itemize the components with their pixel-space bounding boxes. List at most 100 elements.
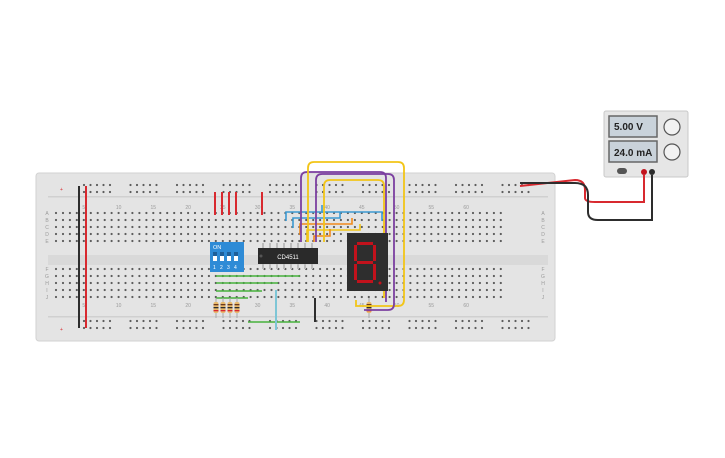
breadboard-hole[interactable] — [54, 225, 58, 229]
breadboard-hole[interactable] — [145, 288, 148, 292]
breadboard-hole[interactable] — [388, 295, 391, 299]
dip-switch[interactable]: ON 1 2 3 4 — [210, 242, 244, 272]
breadboard-hole[interactable] — [284, 232, 287, 236]
breadboard-hole[interactable] — [249, 218, 252, 222]
breadboard-hole[interactable] — [288, 326, 291, 330]
breadboard-hole[interactable] — [166, 211, 169, 215]
breadboard-hole[interactable] — [353, 218, 356, 222]
breadboard-hole[interactable] — [478, 239, 481, 243]
breadboard-hole[interactable] — [131, 225, 134, 229]
breadboard-hole[interactable] — [242, 211, 245, 215]
breadboard-hole[interactable] — [75, 274, 78, 278]
breadboard-hole[interactable] — [95, 190, 99, 194]
breadboard-hole[interactable] — [444, 239, 447, 243]
breadboard-hole[interactable] — [326, 288, 329, 292]
breadboard-hole[interactable] — [284, 239, 287, 243]
breadboard-hole[interactable] — [89, 288, 92, 292]
breadboard-hole[interactable] — [294, 183, 298, 187]
breadboard-hole[interactable] — [242, 232, 245, 236]
breadboard-hole[interactable] — [82, 232, 85, 236]
breadboard-hole[interactable] — [395, 225, 398, 229]
breadboard-hole[interactable] — [485, 232, 488, 236]
breadboard-hole[interactable] — [434, 319, 437, 323]
breadboard-hole[interactable] — [103, 232, 106, 236]
breadboard-hole[interactable] — [195, 326, 198, 330]
breadboard-hole[interactable] — [201, 190, 205, 194]
breadboard-hole[interactable] — [175, 190, 179, 194]
breadboard-hole[interactable] — [214, 239, 217, 243]
breadboard-hole[interactable] — [471, 281, 475, 285]
breadboard-hole[interactable] — [117, 225, 120, 229]
breadboard-hole[interactable] — [430, 232, 433, 236]
breadboard-hole[interactable] — [142, 326, 145, 330]
breadboard-hole[interactable] — [458, 288, 461, 292]
breadboard-hole[interactable] — [361, 183, 365, 187]
breadboard-hole[interactable] — [214, 232, 217, 236]
breadboard-hole[interactable] — [138, 225, 141, 229]
breadboard-hole[interactable] — [368, 319, 371, 323]
breadboard-hole[interactable] — [173, 295, 176, 299]
breadboard-hole[interactable] — [423, 218, 426, 222]
breadboard-hole[interactable] — [471, 232, 475, 236]
breadboard-hole[interactable] — [54, 267, 58, 271]
breadboard-hole[interactable] — [214, 225, 217, 229]
breadboard-hole[interactable] — [423, 225, 426, 229]
breadboard-hole[interactable] — [131, 267, 134, 271]
breadboard-hole[interactable] — [75, 225, 78, 229]
breadboard-hole[interactable] — [414, 190, 418, 194]
breadboard-hole[interactable] — [131, 288, 134, 292]
breadboard-hole[interactable] — [187, 267, 190, 271]
breadboard-hole[interactable] — [135, 183, 139, 187]
breadboard-hole[interactable] — [458, 225, 461, 229]
breadboard-hole[interactable] — [507, 183, 511, 187]
breadboard-hole[interactable] — [207, 295, 210, 299]
breadboard-hole[interactable] — [263, 295, 266, 299]
breadboard-hole[interactable] — [501, 319, 504, 323]
breadboard-hole[interactable] — [173, 274, 176, 278]
breadboard-hole[interactable] — [75, 281, 78, 285]
breadboard-hole[interactable] — [444, 232, 447, 236]
breadboard-hole[interactable] — [68, 211, 71, 215]
breadboard-hole[interactable] — [395, 295, 398, 299]
breadboard-hole[interactable] — [334, 190, 338, 194]
breadboard-hole[interactable] — [166, 267, 169, 271]
breadboard-hole[interactable] — [187, 281, 190, 285]
breadboard-hole[interactable] — [182, 183, 185, 187]
breadboard-hole[interactable] — [423, 239, 426, 243]
breadboard-hole[interactable] — [96, 218, 99, 222]
supply-red-wire[interactable] — [519, 175, 645, 203]
breadboard-hole[interactable] — [478, 281, 481, 285]
breadboard-hole[interactable] — [187, 239, 190, 243]
breadboard-hole[interactable] — [514, 190, 517, 194]
breadboard-hole[interactable] — [298, 288, 301, 292]
breadboard-hole[interactable] — [284, 281, 287, 285]
breadboard-hole[interactable] — [465, 281, 468, 285]
breadboard-hole[interactable] — [427, 326, 431, 330]
breadboard-hole[interactable] — [61, 218, 65, 222]
breadboard-hole[interactable] — [520, 190, 524, 194]
breadboard-hole[interactable] — [131, 218, 134, 222]
breadboard-hole[interactable] — [434, 190, 437, 194]
breadboard-hole[interactable] — [319, 225, 322, 229]
breadboard-hole[interactable] — [514, 326, 517, 330]
breadboard-hole[interactable] — [458, 281, 461, 285]
breadboard-hole[interactable] — [148, 326, 152, 330]
breadboard-hole[interactable] — [193, 281, 197, 285]
breadboard-hole[interactable] — [409, 295, 412, 299]
breadboard-hole[interactable] — [235, 183, 238, 187]
breadboard-hole[interactable] — [89, 211, 92, 215]
breadboard-hole[interactable] — [166, 239, 169, 243]
breadboard-hole[interactable] — [499, 239, 502, 243]
breadboard-hole[interactable] — [416, 239, 419, 243]
breadboard-hole[interactable] — [110, 267, 113, 271]
breadboard-hole[interactable] — [242, 225, 245, 229]
breadboard-hole[interactable] — [368, 326, 371, 330]
breadboard-hole[interactable] — [374, 190, 378, 194]
breadboard-hole[interactable] — [416, 232, 419, 236]
breadboard-hole[interactable] — [193, 218, 197, 222]
breadboard-hole[interactable] — [200, 267, 204, 271]
breadboard-hole[interactable] — [228, 183, 232, 187]
breadboard-hole[interactable] — [263, 239, 266, 243]
breadboard-hole[interactable] — [159, 267, 162, 271]
breadboard-hole[interactable] — [421, 190, 424, 194]
